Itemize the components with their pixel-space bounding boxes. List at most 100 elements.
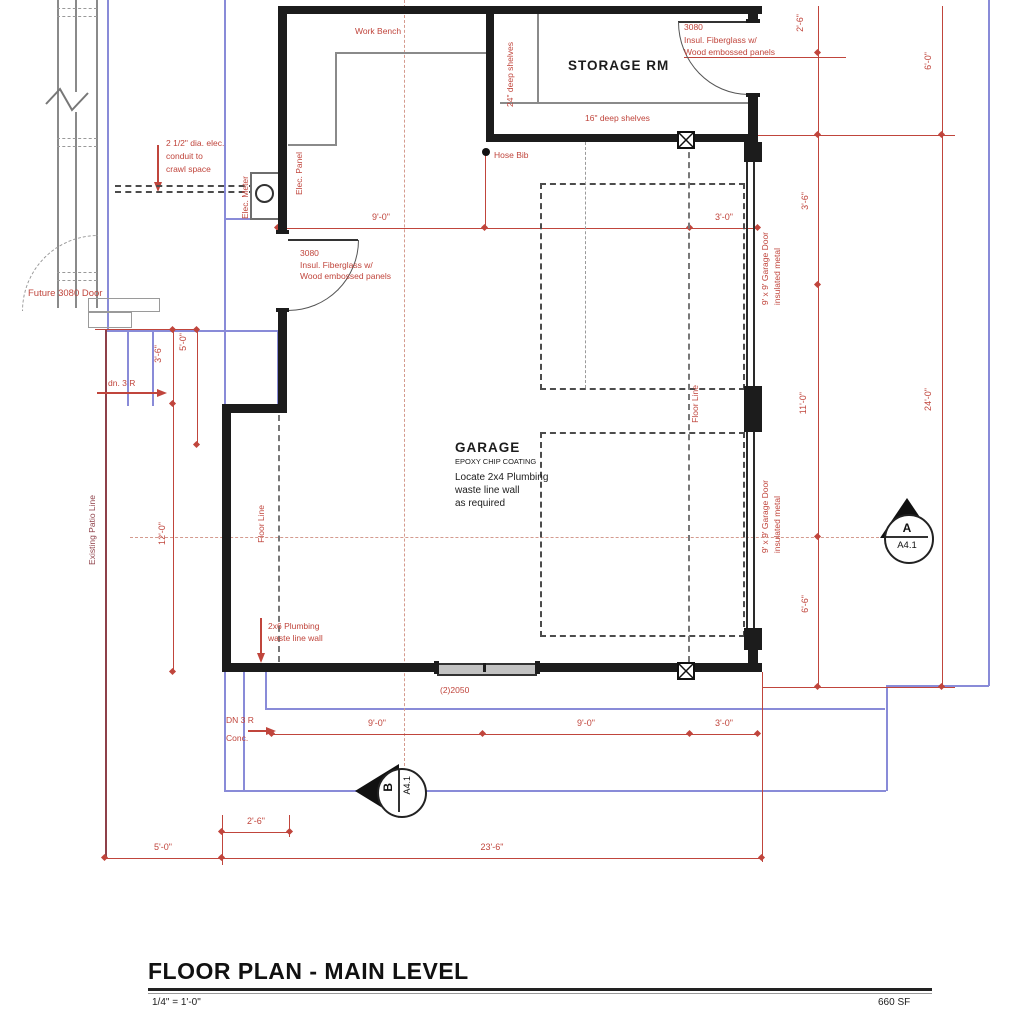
dn3r-upper-leader	[97, 392, 157, 394]
window-mullion	[483, 663, 486, 672]
sheet-title: FLOOR PLAN - MAIN LEVEL	[148, 958, 469, 984]
window-jamb	[434, 661, 439, 674]
plumbing-arrow-icon	[257, 653, 265, 663]
centerline-vertical	[404, 0, 405, 766]
shelf-edge-left	[537, 12, 539, 104]
patio-bottom-line	[224, 790, 886, 792]
garage-title: GARAGE	[455, 440, 521, 455]
dim-line-bottom-chain	[272, 734, 758, 735]
post-icon	[677, 131, 695, 149]
layout-line-right-step	[886, 685, 989, 687]
tick	[753, 729, 762, 738]
layout-line-vertical-right	[988, 0, 990, 686]
tick	[192, 440, 201, 449]
storage-bottom-wall	[486, 134, 750, 142]
layout-line-meter-elbow	[224, 218, 256, 220]
patio-line-label: Existing Patio Line	[87, 495, 97, 565]
dim-top-3: 3'-0"	[715, 212, 733, 222]
conduit-label1: 2 1/2" dia. elec.	[166, 138, 225, 148]
lower-step-line-2	[265, 672, 267, 710]
tick	[217, 827, 226, 836]
leader-storage-door	[684, 57, 846, 58]
dn3r-upper-arrow-icon	[157, 389, 167, 397]
dim-ext-steps-top	[95, 329, 199, 330]
dim-ext-storage-wall	[758, 135, 955, 136]
dn3r-lower-arrow-icon	[266, 727, 276, 735]
work-bench-front	[335, 52, 486, 54]
shelf-edge-bottom	[500, 102, 750, 104]
dim-line-top	[278, 228, 758, 229]
garage-door-mullion	[744, 386, 762, 432]
wall-hatch	[57, 8, 97, 9]
wall-left-mid	[278, 310, 287, 410]
dim-right-11: 11'-0"	[798, 392, 808, 415]
floor-line-left-label: Floor Line	[256, 505, 266, 543]
elec-panel-label: Elec. Panel	[294, 152, 304, 195]
tick	[813, 532, 822, 541]
window-2-2050	[437, 663, 537, 676]
existing-step	[88, 312, 132, 328]
dim-right-6-0: 6'-0"	[923, 52, 933, 70]
plumbing-label1: 2x6 Plumbing	[268, 621, 320, 631]
storage-partition-wall	[486, 6, 494, 142]
wall-top	[278, 6, 762, 14]
hose-bib-label: Hose Bib	[494, 150, 529, 160]
dim-chain-left-outer	[197, 330, 198, 445]
dim-line-2-6	[222, 832, 290, 833]
shelves-16-label: 16" deep shelves	[585, 113, 650, 123]
steps-top-line	[107, 330, 279, 332]
floor-line-right-dashed	[688, 142, 690, 662]
dn3r-lower-leader	[248, 730, 266, 732]
plumbing-label2: waste line wall	[268, 633, 323, 643]
layout-line-right-down	[886, 685, 888, 791]
apron-line	[265, 708, 885, 710]
garage-door-lower-label1: 9' x 9' Garage Door	[760, 480, 770, 554]
entry-door-label2: Insul. Fiberglass w/	[300, 260, 373, 270]
wall-jog	[222, 404, 287, 413]
tick	[168, 325, 177, 334]
dim-left-5: 5'-0"	[178, 333, 188, 351]
garage-door-track-lower	[540, 432, 745, 637]
dim-bot-5: 5'-0"	[154, 842, 172, 852]
storage-room-title: STORAGE RM	[568, 58, 670, 73]
tick	[217, 853, 226, 862]
garage-door-track-upper	[540, 183, 745, 390]
post-icon	[677, 662, 695, 680]
hose-bib-icon	[482, 148, 490, 156]
section-marker-b	[377, 768, 427, 818]
conduit-arrow-icon	[154, 182, 162, 192]
tick	[813, 280, 822, 289]
elec-meter-label: Elec. Meter	[240, 176, 250, 219]
storage-door-label1: 3080	[684, 22, 703, 32]
section-marker-b-sheet: A4.1	[402, 776, 412, 795]
existing-wall-inner	[96, 0, 98, 308]
tick	[813, 130, 822, 139]
garage-door-jamb-top	[744, 142, 762, 162]
dim-chain-right-outer	[942, 6, 943, 687]
dim-line-overall-bottom	[105, 858, 762, 859]
landing-edge	[277, 330, 279, 406]
door-jamb	[276, 230, 289, 234]
garage-door-panel-lower	[753, 432, 755, 628]
wall-right-storage	[748, 95, 758, 142]
title-underline-thin	[148, 993, 932, 994]
dim-top-9: 9'-0"	[372, 212, 390, 222]
dim-bot-2-6: 2'-6"	[247, 816, 265, 826]
floor-line-mid-dashed	[585, 142, 586, 388]
tick	[480, 223, 489, 232]
layout-line-vertical-wall	[224, 0, 226, 790]
garage-door-panel-upper	[746, 162, 748, 386]
dim-ext-left-corner	[222, 815, 223, 865]
elec-meter-dial-icon	[255, 184, 274, 203]
shelves-24-label: 24" deep shelves	[505, 42, 515, 107]
window-jamb	[535, 661, 540, 674]
dim-left-12: 12'-0"	[157, 522, 167, 545]
existing-wall-mid-upper	[75, 0, 77, 92]
title-underline	[148, 988, 932, 991]
storage-door-label3: Wood embossed panels	[684, 47, 776, 57]
dim-ext-jog	[289, 815, 290, 837]
dim-ext-hosebib	[485, 152, 486, 228]
wall-hatch	[57, 138, 97, 139]
wall-hatch	[57, 146, 97, 147]
dim-bot-9b: 9'-0"	[577, 718, 595, 728]
